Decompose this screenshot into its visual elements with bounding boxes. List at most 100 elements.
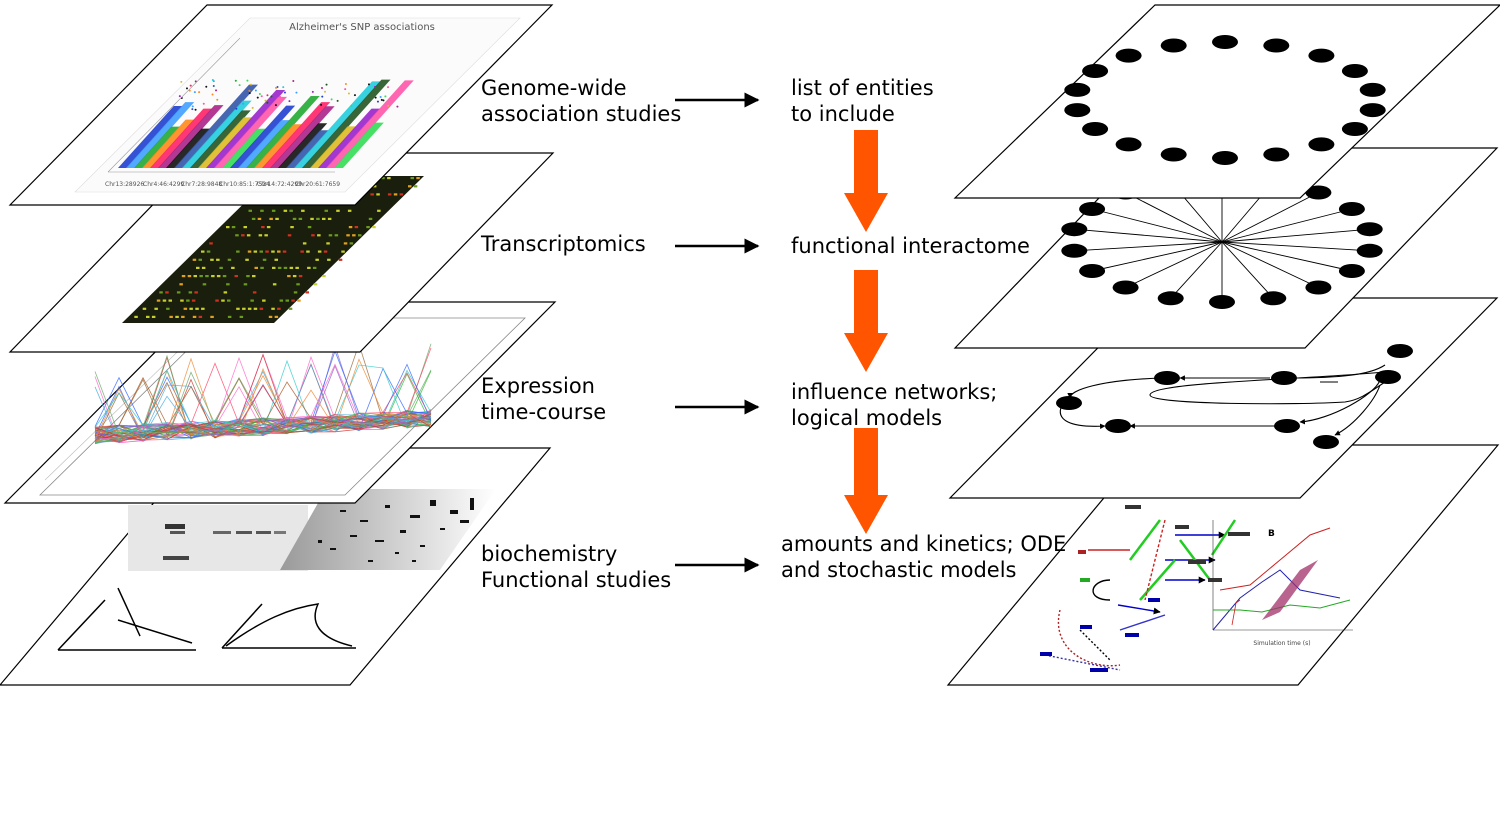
array-spot bbox=[289, 210, 293, 212]
entity-node bbox=[1082, 122, 1108, 136]
gwas-point bbox=[235, 80, 237, 82]
gwas-point bbox=[331, 98, 333, 100]
array-spot bbox=[236, 251, 240, 253]
array-spot bbox=[278, 267, 282, 269]
gwas-point bbox=[320, 104, 322, 106]
gwas-point bbox=[261, 95, 263, 97]
interactome-node bbox=[1339, 264, 1365, 278]
array-spot bbox=[336, 210, 340, 212]
array-spot bbox=[226, 226, 230, 228]
label-biochemistry: biochemistry Functional studies bbox=[481, 541, 671, 593]
gwas-point bbox=[288, 100, 290, 102]
gwas-tick-label: Chr7:28:9848 bbox=[181, 181, 222, 188]
array-spot bbox=[221, 300, 225, 302]
array-spot bbox=[269, 218, 273, 220]
array-spot bbox=[249, 210, 253, 212]
ode-panel-letter: B bbox=[1268, 529, 1275, 539]
array-spot bbox=[275, 218, 279, 220]
array-spot bbox=[290, 267, 294, 269]
array-spot bbox=[318, 251, 322, 253]
array-spot bbox=[307, 267, 311, 269]
array-spot bbox=[344, 242, 348, 244]
array-spot bbox=[341, 251, 345, 253]
label-interactome-line1: functional interactome bbox=[791, 233, 1030, 259]
array-spot bbox=[261, 226, 265, 228]
gwas-point bbox=[180, 81, 182, 83]
interactome-node bbox=[1079, 264, 1105, 278]
array-spot bbox=[377, 210, 381, 212]
array-spot bbox=[235, 234, 239, 236]
refinement-arrows bbox=[844, 130, 888, 534]
array-spot bbox=[280, 300, 284, 302]
gwas-point bbox=[279, 96, 281, 98]
array-spot bbox=[271, 308, 275, 310]
entity-node bbox=[1161, 39, 1187, 53]
array-spot bbox=[189, 291, 193, 293]
label-transcriptomics: Transcriptomics bbox=[481, 231, 646, 257]
gwas-point bbox=[387, 86, 389, 88]
array-spot bbox=[217, 275, 221, 277]
array-spot bbox=[209, 242, 213, 244]
entity-node bbox=[1263, 148, 1289, 162]
array-spot bbox=[315, 259, 319, 261]
gwas-point bbox=[275, 87, 277, 89]
gwas-point bbox=[190, 85, 192, 87]
interactome-node bbox=[1061, 244, 1087, 258]
label-entities-line2: to include bbox=[791, 101, 934, 127]
entity-node bbox=[1064, 103, 1090, 117]
gwas-tick-label: Chr4:46:4299 bbox=[143, 181, 184, 188]
array-spot bbox=[202, 267, 206, 269]
array-spot bbox=[211, 275, 215, 277]
array-spot bbox=[370, 193, 374, 195]
gwas-axis-ticks: Chr13:28926Chr4:46:4299Chr7:28:9848Chr10… bbox=[105, 181, 340, 188]
array-spot bbox=[245, 259, 249, 261]
array-spot bbox=[273, 283, 277, 285]
label-gwas-line1: Genome-wide bbox=[481, 75, 681, 101]
label-kinetics: amounts and kinetics; ODE and stochastic… bbox=[781, 531, 1066, 583]
array-spot bbox=[205, 275, 209, 277]
array-spot bbox=[358, 234, 362, 236]
array-spot bbox=[339, 259, 343, 261]
gwas-point bbox=[235, 108, 237, 110]
array-spot bbox=[376, 193, 380, 195]
array-spot bbox=[408, 185, 412, 187]
array-spot bbox=[328, 218, 332, 220]
array-spot bbox=[411, 177, 415, 179]
entity-node bbox=[1212, 151, 1238, 165]
gwas-point bbox=[387, 105, 389, 107]
gwas-plot-title: Alzheimer's SNP associations bbox=[289, 22, 435, 33]
array-spot bbox=[313, 267, 317, 269]
gwas-point bbox=[324, 91, 326, 93]
array-spot bbox=[272, 267, 276, 269]
array-spot bbox=[400, 193, 404, 195]
ode-panel-xlabel: Simulation time (s) bbox=[1253, 640, 1310, 647]
interactome-node bbox=[1357, 244, 1383, 258]
array-spot bbox=[293, 275, 297, 277]
gwas-point bbox=[248, 90, 250, 92]
array-spot bbox=[260, 308, 264, 310]
array-spot bbox=[372, 226, 376, 228]
array-spot bbox=[388, 193, 392, 195]
gwas-point bbox=[275, 104, 277, 106]
array-spot bbox=[294, 291, 298, 293]
gwas-point bbox=[377, 101, 379, 103]
gwas-point bbox=[345, 83, 347, 85]
array-spot bbox=[242, 308, 246, 310]
gwas-point bbox=[321, 87, 323, 89]
orange-arrow-1 bbox=[844, 130, 888, 232]
gel-blot-image bbox=[128, 505, 308, 571]
array-spot bbox=[175, 316, 179, 318]
entity-node bbox=[1161, 148, 1187, 162]
gwas-point bbox=[216, 99, 218, 101]
array-spot bbox=[295, 267, 299, 269]
array-spot bbox=[254, 251, 258, 253]
entity-node bbox=[1308, 137, 1334, 151]
interactome-node bbox=[1260, 291, 1286, 305]
array-spot bbox=[269, 316, 273, 318]
gwas-point bbox=[195, 109, 197, 111]
entity-node bbox=[1116, 49, 1142, 63]
gwas-point bbox=[205, 86, 207, 88]
array-spot bbox=[286, 300, 290, 302]
gwas-point bbox=[321, 96, 323, 98]
array-spot bbox=[324, 251, 328, 253]
